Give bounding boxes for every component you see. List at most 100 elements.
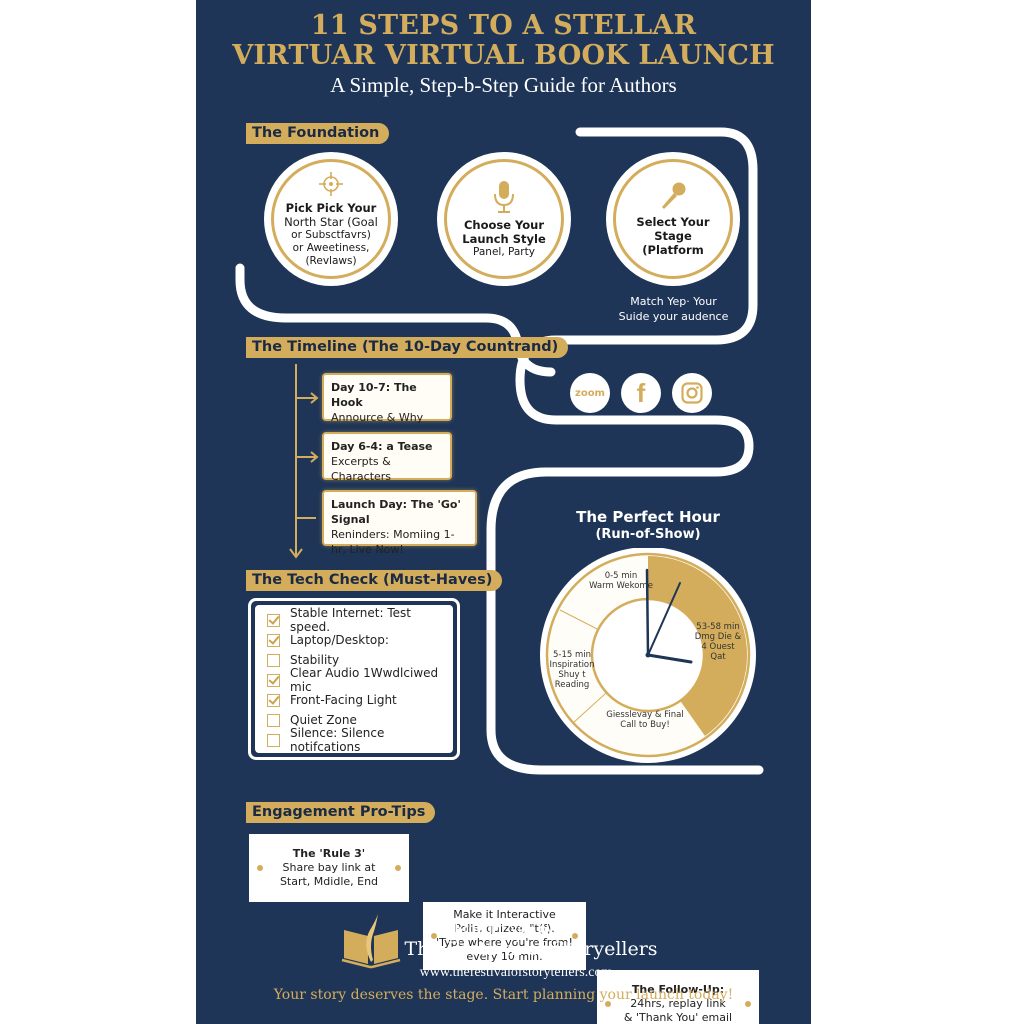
checklist-item[interactable]: Quiet Zone	[267, 710, 453, 730]
checklist-item[interactable]: Laptop/Desktop:	[267, 630, 453, 650]
step-north-star: Pick Pick Your North Star (Goal or Subsc…	[264, 152, 398, 286]
checklist-item[interactable]: Clear Audio 1Wwdlciwed mic	[267, 666, 453, 694]
checklist-label: Clear Audio 1Wwdlciwed mic	[290, 666, 439, 694]
section-heading-pro-tips: Engagement Pro-Tips	[246, 802, 436, 823]
checkbox-checked[interactable]	[267, 673, 280, 687]
pro-tip-line: & 'Thank You' email	[623, 1011, 733, 1024]
winding-path	[235, 127, 764, 775]
segment-time: 5-15 min	[552, 650, 592, 660]
segment-time: 53-58 min	[696, 622, 740, 632]
step-sub-line: or Subsctfavrs)	[291, 228, 371, 241]
checklist-label: Stable Internet: Test speed.	[290, 606, 411, 634]
org-name: The Festival of Storyellers	[404, 938, 658, 960]
step-title-line: Launch Style	[462, 231, 546, 246]
org-url-link[interactable]: www.thefestivalofstorytellers.com	[419, 965, 613, 980]
timeline-arrow	[289, 364, 319, 559]
section-heading-tech-check: The Tech Check (Must-Haves)	[246, 570, 503, 591]
pro-tip-title: The Follow-Up:	[631, 983, 725, 996]
checkbox-unchecked[interactable]	[267, 713, 280, 727]
step-select-stage: Select Your Stage (Platform	[606, 152, 740, 286]
perfect-hour-title: The Perfect Hour	[576, 508, 720, 526]
pro-tip-line: Polls, quizee, "t(f).	[454, 922, 555, 935]
bullet-dot	[605, 1001, 611, 1007]
perfect-hour-subtitle: (Run-of-Show)	[595, 527, 701, 542]
step-title-line: (Platform	[642, 243, 704, 257]
checklist-label: Stability	[290, 653, 340, 667]
timeline-item-title: Launch Day: The 'Go' Signal	[331, 498, 461, 526]
checkbox-unchecked[interactable]	[267, 733, 280, 747]
step-title-line: North Star (Goal	[284, 214, 378, 229]
step-title-line: Pick Pick Your	[285, 200, 377, 215]
segment-text: Giesslevay & Final Call to Buy!	[606, 710, 684, 730]
checkbox-checked[interactable]	[267, 613, 280, 627]
checkbox-unchecked[interactable]	[267, 653, 280, 667]
step-sub-line: (Revlaws)	[305, 254, 357, 267]
step-sub-line: or Aweetiness,	[292, 241, 370, 254]
timeline-item: Day 6-4: a Tease Excerpts & Characters	[322, 432, 452, 483]
timeline-item: Launch Day: The 'Go' Signal Reninders: M…	[322, 490, 477, 556]
bullet-dot	[572, 933, 578, 939]
bullet-dot	[431, 933, 437, 939]
platform-note: Match Yep· Your Suide your audence	[601, 294, 746, 324]
bullet-dot	[257, 865, 263, 871]
pro-tip-card: Make it Interactive Polls, quizee, "t(f)…	[423, 902, 586, 970]
segment-text: Warm Wekome	[589, 581, 653, 591]
platform-note-line: Suide your audence	[618, 310, 729, 323]
section-heading-foundation: The Foundation	[246, 123, 390, 144]
checklist-item[interactable]: Front-Facing Light	[267, 690, 453, 710]
checklist-label: Laptop/Desktop:	[290, 633, 389, 647]
facebook-icon[interactable]: f	[621, 373, 661, 413]
title-line-1: 11 STEPS TO A STELLAR	[310, 10, 697, 41]
timeline-item-detail: Excerpts & Characters	[331, 455, 392, 483]
timeline-item: Day 10-7: The Hook Annource & Why	[322, 373, 452, 424]
pro-tip-card: The Follow-Up: 24hrs, replay link & 'Tha…	[597, 970, 759, 1024]
platform-note-line: Match Yep· Your	[630, 295, 717, 308]
bullet-dot	[745, 1001, 751, 1007]
segment-label-final-call: Giesslevay & Final Call to Buy!	[600, 710, 690, 730]
segment-label-warm-welcome: 0-5 min Warm Wekome	[586, 571, 656, 591]
segment-label-highlight: 53-58 min Dmg Die & 4 Ouest Qat	[693, 622, 743, 662]
checklist-item[interactable]: Silence: Silence notifcations	[267, 726, 453, 754]
checklist-label: Quiet Zone	[290, 713, 357, 727]
step-launch-style: Choose Your Launch Style Panel, Party	[437, 152, 571, 286]
step-title-line: Stage	[654, 229, 692, 243]
subtitle: A Simple, Step-b-Step Guide for Authors	[330, 73, 677, 97]
open-book-quill-icon	[341, 914, 401, 969]
step-sub-line: Panel, Party	[473, 245, 535, 258]
segment-text: Inspiration Shuy t Reading	[549, 660, 595, 690]
section-heading-timeline: The Timeline (The 10-Day Countrand)	[246, 337, 569, 358]
segment-label-reading: 5-15 min Inspiration Shuy t Reading	[549, 650, 595, 690]
segment-time: 0-5 min	[604, 571, 638, 581]
brought-by-label: Brought you by:	[454, 922, 558, 937]
checkbox-checked[interactable]	[267, 693, 280, 707]
handheld-mic-icon	[662, 182, 686, 209]
timeline-item-detail: Reninders: Momiing 1-hr, Live Now!	[331, 528, 455, 556]
instagram-icon[interactable]	[672, 373, 712, 413]
tech-checklist: Stable Internet: Test speed. Laptop/Desk…	[248, 598, 460, 760]
pro-tip-title: The 'Rule 3'	[292, 847, 366, 860]
pro-tip-title: Make it Interactive	[453, 908, 556, 921]
checklist-item[interactable]: Stable Internet: Test speed.	[267, 606, 453, 634]
infographic-panel: 11 STEPS TO A STELLAR VIRTUAR VIRTUAL BO…	[196, 0, 811, 1024]
checklist-label: Front-Facing Light	[290, 693, 397, 707]
segment-text: Dmg Die & 4 Ouest Qat	[694, 632, 742, 662]
checklist-item[interactable]: Stability	[267, 650, 453, 670]
checklist-label: Silence: Silence notifcations	[290, 726, 385, 754]
tagline: Your story deserves the stage. Start pla…	[273, 987, 734, 1003]
timeline-item-title: Day 6-4: a Tease	[331, 440, 433, 453]
pro-tip-card: The 'Rule 3' Share bay link at Start, Md…	[249, 834, 409, 902]
pro-tip-line: every 10 min.	[466, 950, 543, 963]
checkbox-checked[interactable]	[267, 633, 280, 647]
zoom-logo-icon[interactable]: zoom	[570, 373, 610, 413]
timeline-item-detail: Annource & Why	[331, 411, 424, 424]
pro-tip-line: Share bay link at	[282, 861, 376, 874]
step-title-line: Choose Your	[463, 217, 545, 232]
crosshair-target-icon	[319, 171, 343, 196]
pro-tip-line: 'Type where you're from!	[436, 936, 573, 949]
microphone-icon	[494, 180, 514, 213]
run-of-show-clock-chart	[540, 548, 756, 763]
timeline-item-title: Day 10-7: The Hook	[331, 381, 417, 409]
pro-tip-line: Start, Mdidle, End	[279, 875, 379, 888]
pro-tip-line: 24hrs, replay link	[630, 997, 726, 1010]
title-line-2: VIRTUAR VIRTUAL BOOK LAUNCH	[232, 40, 775, 71]
